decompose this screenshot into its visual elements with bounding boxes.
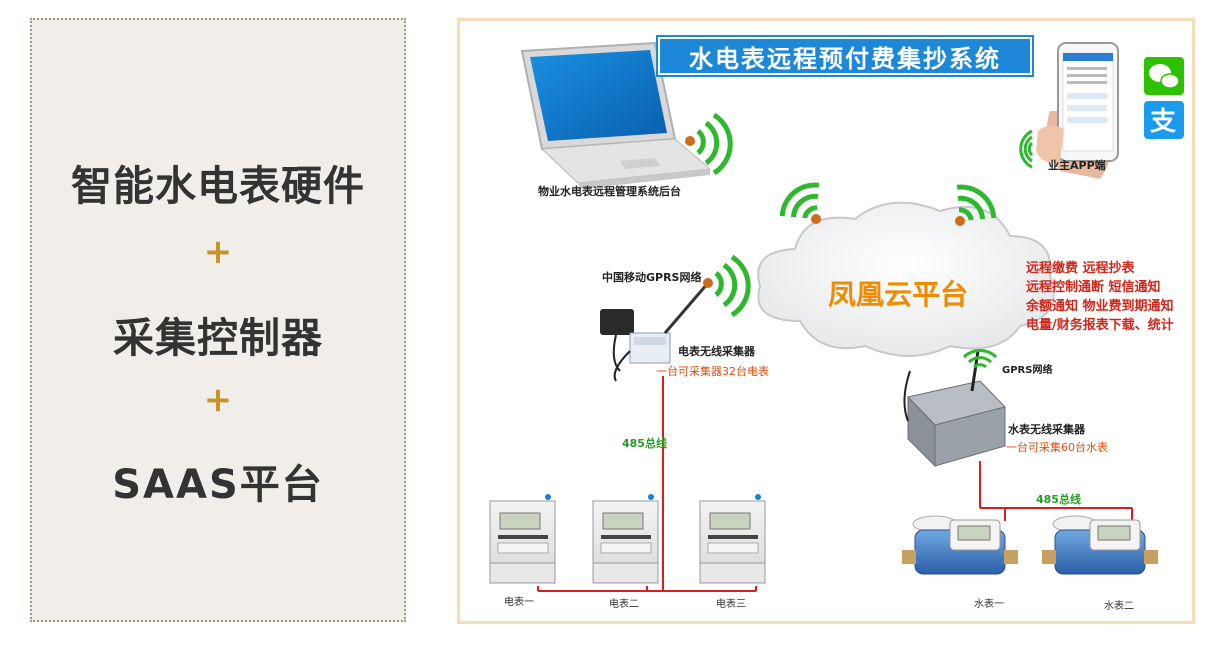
electric-collector-label: 电表无线采集器 [678,345,755,358]
hardware-heading: 智能水电表硬件 [71,162,365,210]
electric-meter-icon [489,494,556,584]
water-collector-device [903,350,1006,468]
electric-meter-icon [699,494,766,584]
feature-item: 远程控制通断 短信通知 [1026,280,1161,295]
wechat-icon [1144,57,1184,95]
diagram-title: 水电表远程预付费集抄系统 [658,37,1032,75]
water-meter-label: 水表一 [974,599,1004,610]
water-meter-icon [1042,515,1158,575]
feature-item: 远程缴费 远程抄表 [1026,261,1135,276]
wifi-icon [1019,129,1034,169]
wifi-icon [962,349,998,369]
diagram-graphics [489,41,1184,592]
app-label: 业主APP端 [1048,159,1106,172]
water-collector-label: 水表无线采集器 [1008,423,1085,436]
electric-meter-icon [592,494,659,584]
water-meter-icon [902,515,1018,575]
alipay-icon [1144,101,1184,139]
wifi-icon [779,182,821,224]
electric-collector-device [600,282,710,382]
water-meter-label: 水表二 [1104,601,1134,612]
electric-bus-lines [537,376,757,592]
laptop-icon [520,41,712,189]
water-collector-note: 一台可采集60台水表 [1006,441,1108,454]
saas-heading: SAAS平台 [112,462,324,508]
bus-label-left: 485总线 [622,437,667,450]
plus-sign: + [203,232,233,272]
wifi-icon [703,254,751,318]
system-diagram: 水电表远程预付费集抄系统 支 物业水电表远程管理系统后台 业主APP端 凤凰云平… [457,18,1195,624]
laptop-label: 物业水电表远程管理系统后台 [538,185,681,198]
gprs-water-label: GPRS网络 [1002,365,1053,376]
collector-heading: 采集控制器 [113,314,323,362]
wifi-icon [955,184,997,226]
feature-item: 余额通知 物业费到期通知 [1026,299,1174,314]
alipay-glyph: 支 [1150,107,1177,137]
wifi-icon [685,112,733,176]
feature-item: 电量/财务报表下载、统计 [1026,318,1174,333]
bus-label-right: 485总线 [1036,493,1081,506]
feature-list: 远程缴费 远程抄表 远程控制通断 短信通知 余额通知 物业费到期通知 电量/财务… [1026,259,1174,335]
gprs-mobile-label: 中国移动GPRS网络 [602,271,702,284]
water-bus-lines [979,461,1133,521]
cloud-icon [757,201,1055,357]
cloud-platform-label: 凤凰云平台 [828,278,969,311]
electric-collector-note: 一台可采集器32台电表 [656,365,769,378]
electric-meter-label: 电表二 [609,599,639,610]
electric-meter-label: 电表三 [716,599,746,610]
electric-meter-label: 电表一 [504,597,534,608]
plus-sign: + [203,380,233,420]
left-panel: 智能水电表硬件 + 采集控制器 + SAAS平台 [30,18,406,622]
smartphone-icon [1036,42,1119,179]
